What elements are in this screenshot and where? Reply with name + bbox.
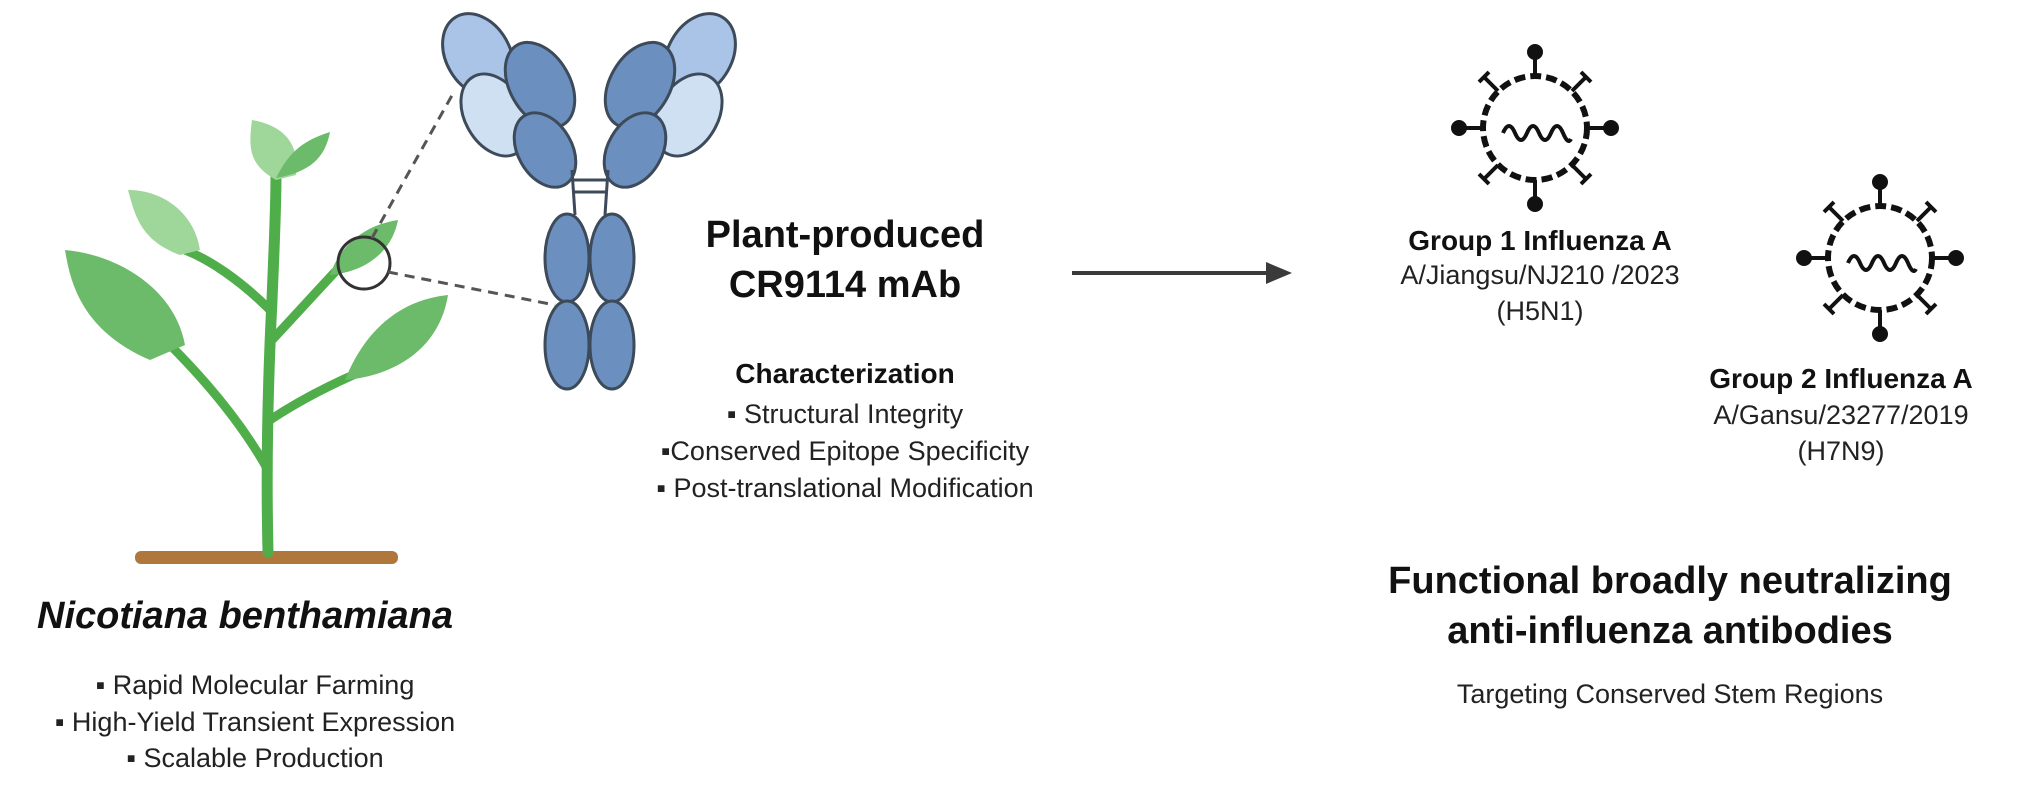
characterization-item-2: ▪Conserved Epitope Specificity <box>660 436 1030 466</box>
group1-title: Group 1 Influenza A <box>1408 225 1672 256</box>
characterization-item-1: ▪ Structural Integrity <box>726 399 964 429</box>
antibody-title-line1: Plant-produced <box>705 214 985 256</box>
conclusion-subtitle: Targeting Conserved Stem Regions <box>1456 679 1884 709</box>
virus-icon-group2 <box>1796 174 1964 342</box>
characterization-heading: Characterization <box>735 358 955 389</box>
group2-title: Group 2 Influenza A <box>1709 363 1973 394</box>
characterization-item-3: ▪ Post-translational Modification <box>656 473 1034 503</box>
group1-subtype: (H5N1) <box>1496 296 1584 326</box>
group1-strain: A/Jiangsu/NJ210 /2023 <box>1400 260 1680 290</box>
plant-feature-2: ▪ High-Yield Transient Expression <box>54 707 456 737</box>
antibody-icon <box>441 12 737 391</box>
plant-name: Nicotiana benthamiana <box>37 595 453 637</box>
plant-icon <box>65 89 556 564</box>
plant-feature-3: ▪ Scalable Production <box>126 743 384 773</box>
plant-feature-1: ▪ Rapid Molecular Farming <box>95 670 415 700</box>
magnifier-circle-icon <box>336 235 392 291</box>
group2-subtype: (H7N9) <box>1797 436 1885 466</box>
conclusion-line1: Functional broadly neutralizing <box>1388 560 1952 602</box>
group2-strain: A/Gansu/23277/2019 <box>1713 400 1969 430</box>
arrow-right-icon <box>1072 262 1292 284</box>
antibody-title-line2: CR9114 mAb <box>728 264 962 306</box>
conclusion-line2: anti-influenza antibodies <box>1447 610 1893 652</box>
soil-bar <box>135 551 398 564</box>
virus-icon-group1 <box>1451 44 1619 212</box>
